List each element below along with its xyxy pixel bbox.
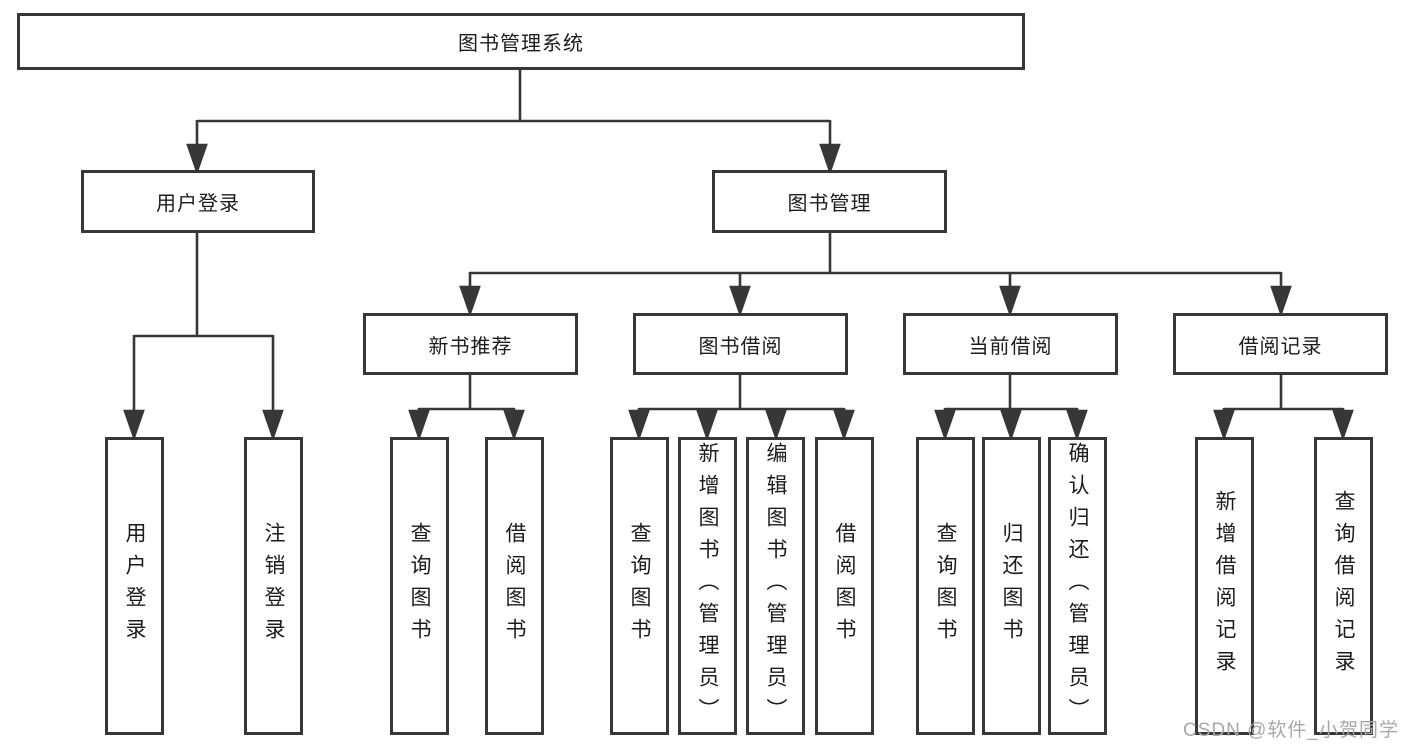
leaf-current-confirm-return-admin: 确认归还（管理员）: [1048, 437, 1107, 735]
arrowhead: [1332, 409, 1354, 441]
node-label: 查询图书: [934, 522, 957, 650]
node-label: 注销登录: [262, 522, 285, 650]
node-label: 确认归还（管理员）: [1066, 442, 1089, 730]
arrowhead: [1066, 409, 1088, 441]
arrowhead: [262, 409, 284, 441]
node-new-book-recommend: 新书推荐: [363, 313, 578, 375]
node-label: 用户登录: [156, 193, 240, 215]
node-label: 查询图书: [408, 522, 431, 650]
node-label: 新增借阅记录: [1213, 490, 1236, 682]
node-label: 查询图书: [628, 522, 651, 650]
node-label: 新书推荐: [428, 335, 513, 358]
leaf-record-query-record: 查询借阅记录: [1314, 437, 1373, 735]
node-label: 查询借阅记录: [1332, 490, 1355, 682]
arrowhead: [819, 143, 841, 175]
arrowhead: [729, 285, 751, 317]
arrowhead: [123, 409, 145, 441]
leaf-borrow-add-book-admin: 新增图书（管理员）: [678, 437, 737, 735]
node-label: 当前借阅: [968, 335, 1053, 358]
node-label: 新增图书（管理员）: [696, 442, 719, 730]
node-root: 图书管理系统: [17, 13, 1025, 70]
leaf-current-return-book: 归还图书: [982, 437, 1041, 735]
arrowhead: [1270, 285, 1292, 317]
arrowhead: [999, 285, 1021, 317]
leaf-borrow-borrow-book: 借阅图书: [815, 437, 874, 735]
arrowhead: [503, 409, 525, 441]
arrowhead: [934, 409, 956, 441]
leaf-user-login: 用户登录: [105, 437, 164, 735]
arrowhead: [833, 409, 855, 441]
leaf-current-query-book: 查询图书: [916, 437, 975, 735]
node-label: 图书管理: [787, 193, 872, 215]
node-label: 借阅图书: [503, 522, 526, 650]
node-current-borrow: 当前借阅: [903, 313, 1118, 375]
csdn-watermark: CSDN @软件_小贺同学: [1183, 720, 1399, 741]
arrowhead: [696, 409, 718, 441]
leaf-record-add-record: 新增借阅记录: [1195, 437, 1254, 735]
arrowhead: [1213, 409, 1235, 441]
node-label: 借阅记录: [1238, 335, 1323, 358]
leaf-borrow-query-book: 查询图书: [610, 437, 669, 735]
arrowhead: [408, 409, 430, 441]
node-label: 编辑图书（管理员）: [764, 442, 787, 730]
node-borrow-record: 借阅记录: [1173, 313, 1388, 375]
node-label: 图书管理系统: [458, 33, 584, 55]
node-book-borrow: 图书借阅: [633, 313, 848, 375]
node-user-login: 用户登录: [81, 170, 315, 233]
node-label: 归还图书: [1000, 522, 1023, 650]
node-label: 借阅图书: [833, 522, 856, 650]
leaf-newbook-query-book: 查询图书: [390, 437, 449, 735]
leaf-newbook-borrow-book: 借阅图书: [485, 437, 544, 735]
leaf-borrow-edit-book-admin: 编辑图书（管理员）: [746, 437, 805, 735]
node-book-management: 图书管理: [712, 170, 947, 233]
node-label: 用户登录: [123, 522, 146, 650]
node-label: 图书借阅: [698, 335, 783, 358]
arrowhead: [1000, 409, 1022, 441]
arrowhead: [459, 285, 481, 317]
arrowhead: [628, 409, 650, 441]
arrowhead: [765, 409, 787, 441]
leaf-logout: 注销登录: [244, 437, 303, 735]
arrowhead: [186, 143, 208, 175]
